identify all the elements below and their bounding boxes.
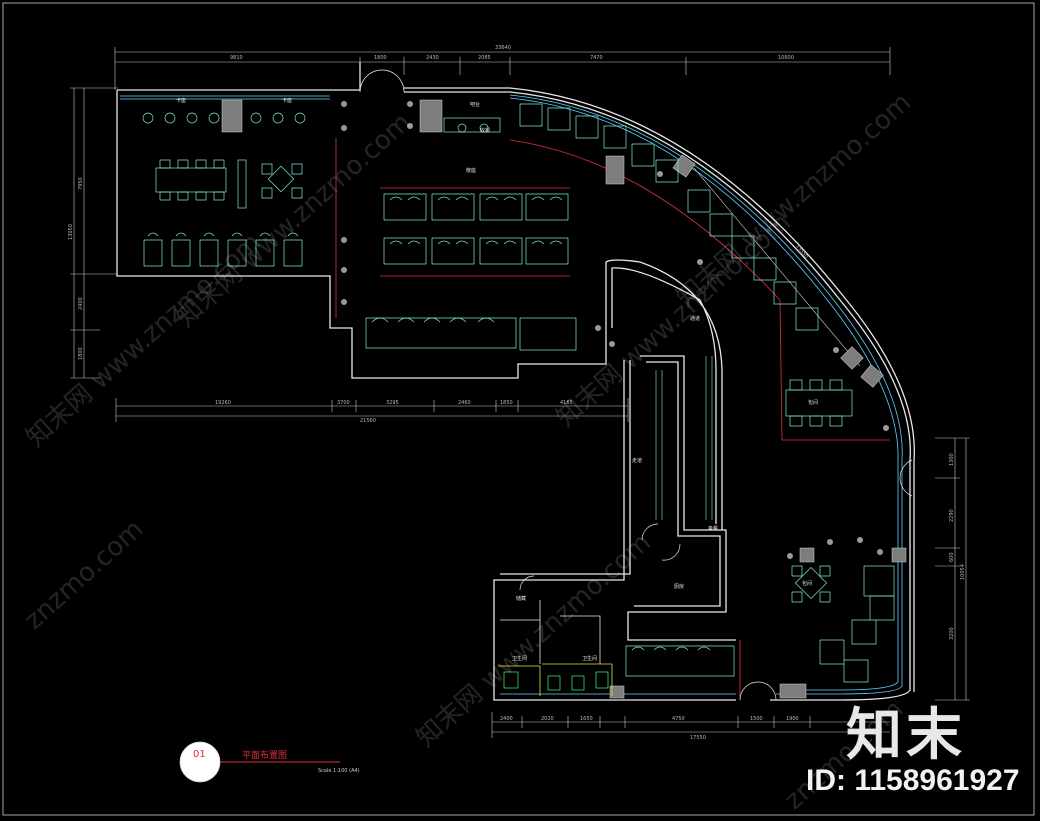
dim-mid-overall: 21560 xyxy=(360,418,376,424)
dim-bottom-2: 2020 xyxy=(541,716,554,722)
dim-top-4: 2085 xyxy=(478,55,491,61)
dim-left-3: 2400 xyxy=(78,297,84,310)
zone-lines xyxy=(335,138,890,700)
curtain-wall-glazing xyxy=(120,94,903,695)
diagonal-dimension-line xyxy=(693,167,861,367)
room-label: 储藏 xyxy=(516,595,526,602)
window-booths xyxy=(519,103,819,331)
dim-mid-1: 19260 xyxy=(215,400,231,406)
dim-right-3: 600 xyxy=(949,552,955,562)
room-label: 通道 xyxy=(690,315,700,322)
watermark-id: ID: 1158961927 xyxy=(806,764,1020,797)
room-label: 吧台 xyxy=(470,101,480,108)
structural-columns xyxy=(221,99,907,699)
dim-mid-5: 1850 xyxy=(500,400,513,406)
room-label: 厨房 xyxy=(674,583,684,590)
doors xyxy=(359,69,913,701)
dim-right-2: 2290 xyxy=(949,509,955,522)
room-label: 卡座 xyxy=(176,97,186,104)
dim-mid-3: 3295 xyxy=(386,400,399,406)
dim-top-5: 7470 xyxy=(590,55,603,61)
dim-top-6: 10600 xyxy=(778,55,794,61)
furniture xyxy=(142,103,895,683)
drawing-title-block: 01 平面布置图 Scale 1:100 (A4) xyxy=(179,741,360,783)
dim-top-3: 2430 xyxy=(426,55,439,61)
planters xyxy=(341,101,889,559)
restrooms xyxy=(498,600,613,696)
dim-bottom-5: 1500 xyxy=(750,716,763,722)
dim-right-1: 1300 xyxy=(949,453,955,466)
dim-left-4: 1800 xyxy=(78,347,84,360)
dim-left-1: 13050 xyxy=(68,224,74,240)
dim-mid-6: 4165 xyxy=(560,400,573,406)
room-labels: 卡座 卡座 吧台 散座 包间 包间 走道 厨房 备餐 卫生间 卫生间 收银 通道… xyxy=(176,97,818,662)
corridor-fixtures xyxy=(655,356,713,520)
dim-right-overall: 10054 xyxy=(960,564,966,580)
title-scale: Scale 1:100 (A4) xyxy=(318,768,360,774)
dim-top-2: 1800 xyxy=(374,55,387,61)
central-booth-block xyxy=(383,193,569,265)
room-label: 卫生间 xyxy=(512,655,527,662)
dim-left-2: 7950 xyxy=(78,177,84,190)
dim-right-4: 3200 xyxy=(949,627,955,640)
exterior-walls xyxy=(116,62,915,701)
left-dimension-chain xyxy=(70,87,118,379)
right-dimension-chain xyxy=(935,437,970,701)
title-text: 平面布置图 xyxy=(242,749,287,761)
brand-watermark-logo: 知末 xyxy=(846,703,966,768)
bottom-dimension-chain xyxy=(491,712,890,738)
mid-dimension-chain xyxy=(115,398,629,422)
dim-bottom-1: 2400 xyxy=(500,716,513,722)
dim-bottom-6: 1900 xyxy=(786,716,799,722)
room-label: 卫生间 xyxy=(582,655,597,662)
dim-bottom-4: 4750 xyxy=(672,716,685,722)
dim-mid-4: 2460 xyxy=(458,400,471,406)
room-label: 备餐 xyxy=(708,525,718,532)
dim-diagonal: 13550 xyxy=(794,244,809,260)
dim-top-1: 9810 xyxy=(230,55,243,61)
room-label: 卡座 xyxy=(282,97,292,104)
room-label: 包间 xyxy=(808,399,818,406)
dim-bottom-3: 1650 xyxy=(580,716,593,722)
title-number: 01 xyxy=(193,749,206,760)
dim-top-overall: 33640 xyxy=(495,45,511,51)
room-label: 走道 xyxy=(632,457,642,464)
room-label: 散座 xyxy=(466,167,476,174)
room-label: 包间 xyxy=(802,580,812,587)
room-label: 收银 xyxy=(480,127,490,134)
top-dimension-chain xyxy=(114,47,891,90)
dim-mid-2: 3700 xyxy=(337,400,350,406)
dim-bottom-overall: 17550 xyxy=(690,735,706,741)
title-number-circle xyxy=(179,741,221,783)
